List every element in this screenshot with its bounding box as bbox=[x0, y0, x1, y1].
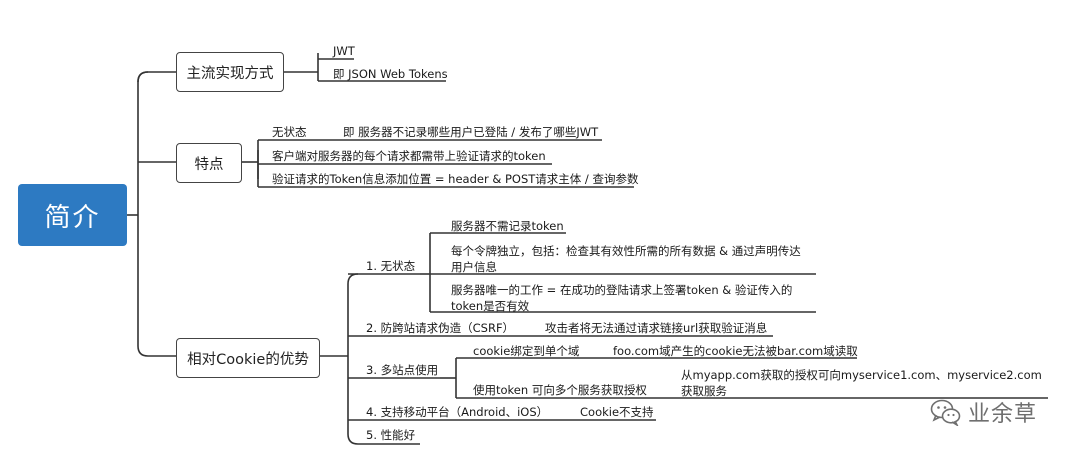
node-cookie-advantages[interactable]: 相对Cookie的优势 bbox=[176, 338, 320, 378]
leaf-json-web-tokens[interactable]: 即 JSON Web Tokens bbox=[333, 67, 448, 81]
leaf-adv-csrf[interactable]: 2. 防跨站请求伪造（CSRF） bbox=[366, 321, 515, 335]
leaf-stateless-detail[interactable]: 即 服务器不记录哪些用户已登陆 / 发布了哪些JWT bbox=[343, 125, 599, 139]
leaf-token-multi-service[interactable]: 使用token 可向多个服务获取授权 bbox=[473, 383, 647, 397]
leaf-token-self-contained[interactable]: 每个令牌独立，包括：检查其有效性所需的所有数据 & 通过声明传达用户信息 bbox=[451, 244, 801, 274]
node-label: 相对Cookie的优势 bbox=[187, 351, 309, 368]
watermark-text: 业余草 bbox=[968, 402, 1038, 427]
watermark: 业余草 bbox=[930, 393, 1060, 431]
wechat-icon bbox=[930, 399, 961, 426]
leaf-no-token-record[interactable]: 服务器不需记录token bbox=[451, 219, 564, 233]
leaf-adv-performance[interactable]: 5. 性能好 bbox=[366, 428, 416, 442]
node-mainstream-implementation[interactable]: 主流实现方式 bbox=[176, 52, 284, 92]
leaf-adv-mobile[interactable]: 4. 支持移动平台（Android、iOS） bbox=[366, 405, 549, 419]
leaf-csrf-detail[interactable]: 攻击者将无法通过请求链接url获取验证消息 bbox=[545, 321, 768, 335]
leaf-jwt[interactable]: JWT bbox=[333, 44, 355, 58]
leaf-token-location[interactable]: 验证请求的Token信息添加位置 = header & POST请求主体 / 查… bbox=[272, 172, 639, 186]
leaf-adv-stateless[interactable]: 1. 无状态 bbox=[366, 259, 416, 273]
leaf-cookie-domain-detail[interactable]: foo.com域产生的cookie无法被bar.com域读取 bbox=[613, 344, 858, 358]
leaf-stateless[interactable]: 无状态 bbox=[272, 125, 307, 139]
leaf-token-multi-service-detail[interactable]: 从myapp.com获取的授权可向myservice1.com、myservic… bbox=[681, 368, 1042, 398]
leaf-server-only-job[interactable]: 服务器唯一的工作 = 在成功的登陆请求上签署token & 验证传入的token… bbox=[451, 283, 793, 313]
leaf-cookie-single-domain[interactable]: cookie绑定到单个域 bbox=[473, 344, 580, 358]
leaf-adv-multisite[interactable]: 3. 多站点使用 bbox=[366, 363, 439, 377]
node-label: 特点 bbox=[194, 156, 224, 173]
leaf-token-per-request[interactable]: 客户端对服务器的每个请求都需带上验证请求的token bbox=[272, 149, 546, 163]
leaf-mobile-detail[interactable]: Cookie不支持 bbox=[580, 405, 654, 419]
node-features[interactable]: 特点 bbox=[176, 143, 242, 183]
node-label: 主流实现方式 bbox=[186, 65, 274, 82]
root-node[interactable]: 简介 bbox=[18, 184, 127, 246]
